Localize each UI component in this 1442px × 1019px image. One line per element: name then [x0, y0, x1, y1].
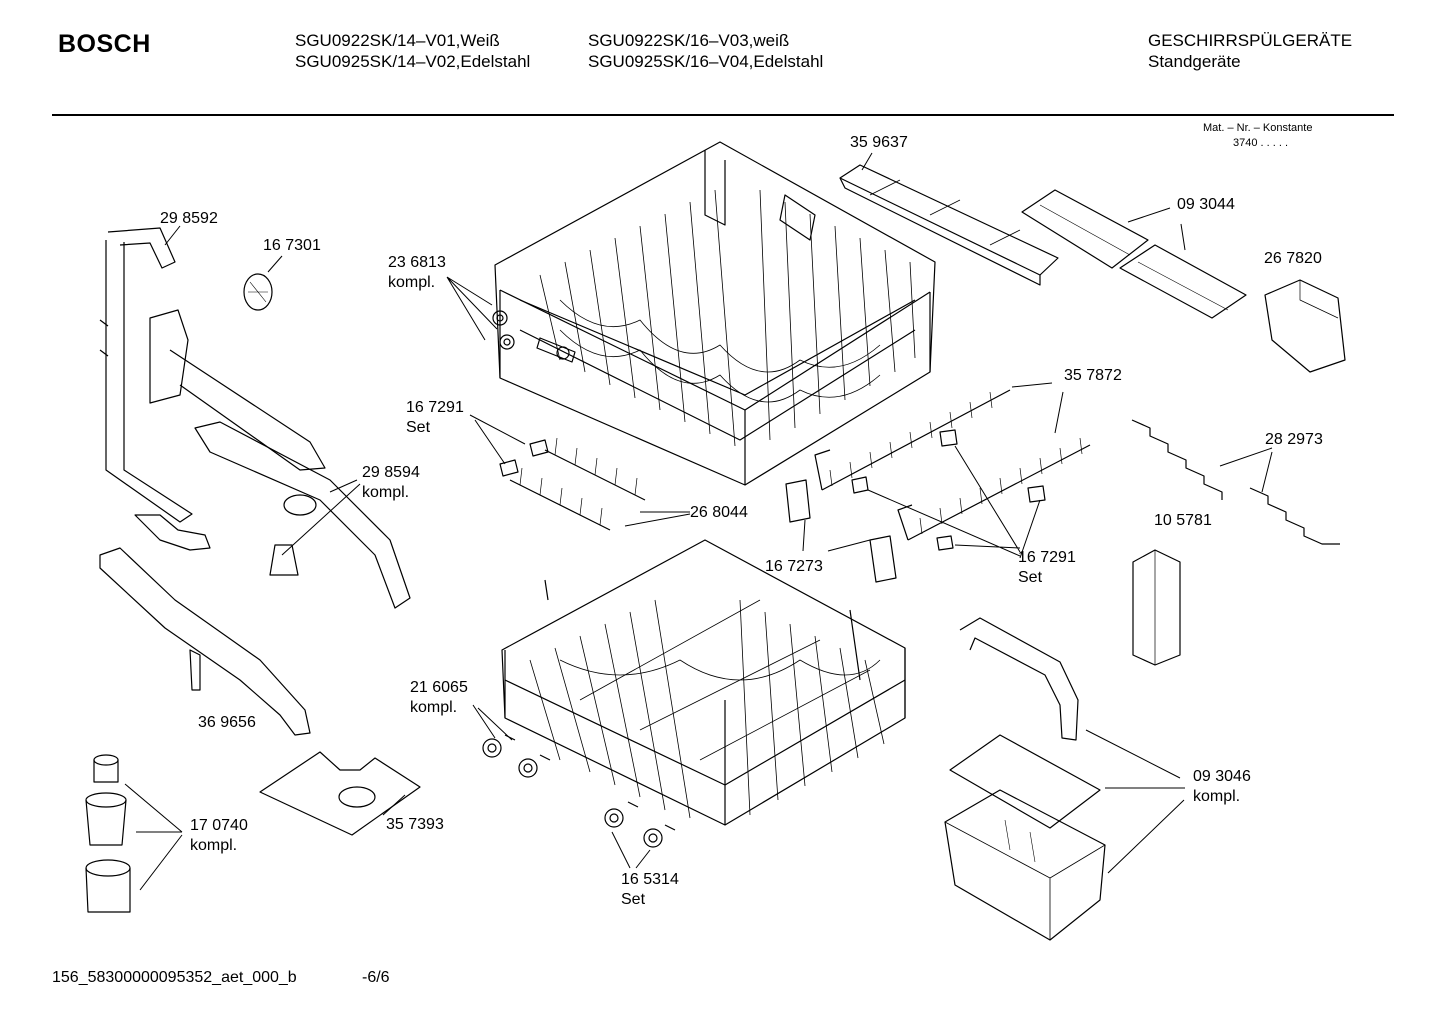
lower-basket-drawing [502, 540, 905, 825]
page-number: -6/6 [362, 969, 390, 986]
part-note: Set [1018, 569, 1043, 586]
part-label-167301: 16 7301 [263, 237, 321, 254]
model-line: SGU0922SK/14–V01,Weiß [295, 31, 500, 50]
part-label-165314: 16 5314 Set [621, 870, 679, 910]
model-list-1: SGU0922SK/14–V01,Weiß SGU0925SK/14–V02,E… [295, 30, 530, 72]
part-label-282973: 28 2973 [1265, 431, 1323, 448]
part-note: kompl. [362, 484, 410, 501]
part-label-105781: 10 5781 [1154, 512, 1212, 529]
part-number: 16 7291 [406, 399, 464, 416]
part-label-167291-upper: 16 7291 Set [406, 398, 464, 438]
part-number: 09 3046 [1193, 768, 1251, 785]
part-label-093046: 09 3046 kompl. [1193, 767, 1251, 807]
upper-basket-drawing [493, 142, 935, 485]
part-label-357393: 35 7393 [386, 816, 444, 833]
category-block: GESCHIRRSPÜLGERÄTE Standgeräte [1148, 30, 1352, 72]
part-label-268044: 26 8044 [690, 504, 748, 521]
model-line: SGU0925SK/14–V02,Edelstahl [295, 52, 531, 71]
roller-drawing [483, 735, 675, 847]
part-number: 17 0740 [190, 817, 248, 834]
part-label-267820: 26 7820 [1264, 250, 1322, 267]
part-label-167273: 16 7273 [765, 558, 823, 575]
part-label-170740: 17 0740 kompl. [190, 816, 248, 856]
part-label-369656: 36 9656 [198, 714, 256, 731]
part-number: 21 6065 [410, 679, 468, 696]
part-label-298594: 29 8594 kompl. [362, 463, 420, 503]
part-note: Set [621, 891, 646, 908]
part-number: 29 8594 [362, 464, 420, 481]
part-label-298592: 29 8592 [160, 210, 218, 227]
part-number: 16 5314 [621, 871, 679, 888]
category-title: GESCHIRRSPÜLGERÄTE [1148, 31, 1353, 50]
part-label-236813: 23 6813 kompl. [388, 253, 446, 293]
part-label-093044: 09 3044 [1177, 196, 1235, 213]
part-note: kompl. [410, 699, 458, 716]
cutlery-basket-large-drawing [945, 618, 1105, 940]
small-tine-row-drawing [510, 438, 645, 530]
tine-rows-drawing [815, 390, 1090, 540]
part-note: Set [406, 419, 431, 436]
mat-nr-label: Mat. – Nr. – Konstante [1203, 122, 1313, 134]
part-label-216065: 21 6065 kompl. [410, 678, 468, 718]
brand-logo: BOSCH [58, 30, 151, 58]
model-line: SGU0925SK/16–V04,Edelstahl [588, 52, 824, 71]
lower-spray-arm-drawing [100, 548, 310, 735]
model-list-2: SGU0922SK/16–V03,weiß SGU0925SK/16–V04,E… [588, 30, 823, 72]
cutlery-insert-drawing [840, 165, 1058, 285]
clip-drawing [500, 430, 1045, 582]
leader-lines [125, 153, 1272, 890]
model-line: SGU0922SK/16–V03,weiß [588, 31, 790, 50]
header-divider [52, 114, 1394, 116]
part-note: kompl. [1193, 788, 1241, 805]
part-label-359637: 35 9637 [850, 134, 908, 151]
part-label-167291-lower: 16 7291 Set [1018, 548, 1076, 588]
nozzle-drawing [244, 274, 272, 310]
part-label-357872: 35 7872 [1064, 367, 1122, 384]
part-number: 16 7291 [1018, 549, 1076, 566]
cutlery-basket-small-drawing [1265, 280, 1345, 372]
filter-plate-drawing [260, 752, 420, 835]
step-rack-drawing [1132, 420, 1340, 544]
part-note: kompl. [388, 274, 436, 291]
cup-shelf-drawing [1022, 190, 1246, 318]
subcategory-title: Standgeräte [1148, 52, 1241, 71]
spray-arm-assembly-drawing [100, 228, 410, 608]
part-note: kompl. [190, 837, 238, 854]
cup-drawing [1133, 550, 1180, 665]
filter-drawing [86, 755, 130, 912]
document-id: 156_58300000095352_aet_000_b [52, 969, 297, 986]
mat-nr-value: 3740 . . . . . [1233, 137, 1289, 149]
part-number: 23 6813 [388, 254, 446, 271]
